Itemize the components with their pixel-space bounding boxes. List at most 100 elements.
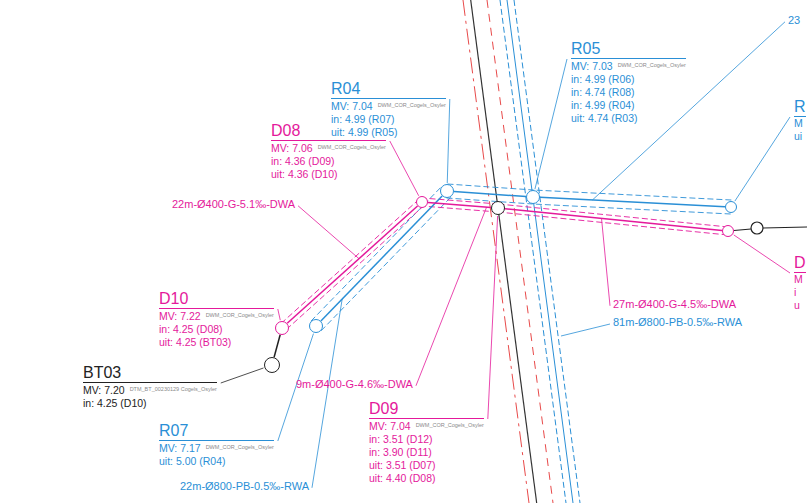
invert-level: uit: 5.00 (R04): [159, 455, 226, 467]
manhole-id: BT03: [83, 363, 217, 383]
label-row: i: [794, 286, 806, 299]
label-row: M: [794, 273, 806, 286]
invert-level: in: 4.99 (R04): [571, 99, 635, 111]
label-row: uit: 4.40 (D08): [369, 472, 484, 485]
invert-level: in: 3.51 (D12): [369, 433, 433, 445]
manhole: R04MV: 7.04DWM_COR_Cogels_Osylerin: 4.99…: [440, 184, 454, 198]
invert-level: in: 3.90 (D11): [369, 446, 432, 458]
leader-line: [734, 235, 790, 273]
rwa-pipe: [507, 0, 573, 503]
invert-level: uit: 4.25 (BT03): [159, 336, 231, 348]
source-tag: DTM_BT_00230129 Cogels_Osyler: [130, 386, 217, 392]
pipe-outline-line: [498, 212, 728, 235]
pipe-outline-line: [498, 204, 728, 227]
ground-level: M: [794, 273, 803, 285]
label-row: in: 4.74 (R08): [571, 86, 686, 99]
manhole-label: D10MV: 7.22 DWM_COR_Cogels_Osyler in: 4.25…: [153, 289, 280, 349]
manhole-id: R07: [159, 421, 274, 441]
pipe-label: 9m-Ø400-G-4.6‰-DWA: [296, 378, 413, 391]
manhole-label: R07MV: 7.17DWM_COR_Cogels_Osyleruit: 5.0…: [153, 421, 280, 468]
label-row: in: 4.36 (D09): [271, 155, 386, 168]
invert-level: in: 4.25 (D10): [83, 397, 147, 409]
pipe-label: 22m-Ø800-PB-0.5‰-RWA: [180, 480, 309, 493]
manhole-label: RMui: [788, 97, 807, 143]
sewer-pipe: [505, 209, 722, 231]
sewer-line: [734, 229, 751, 231]
manhole: D09MV: 7.04DWM_COR_Cogels_Osylerin: 3.51…: [491, 201, 505, 215]
manhole: R05MV: 7.03DWM_COR_Cogels_Osylerin: 4.99…: [526, 190, 540, 204]
leader-line: [735, 117, 790, 201]
leader-line: [298, 206, 359, 259]
sewer-pipe: [321, 196, 442, 321]
pipe-outline: [500, 0, 566, 503]
manhole-id: R04: [331, 79, 446, 99]
pipe-label: 23: [788, 14, 800, 27]
label-row: in: 4.25 (D10): [83, 397, 217, 410]
sewer-line: [763, 227, 807, 228]
pipe-outline-line: [447, 184, 533, 190]
label-row: in: 3.90 (D11): [369, 446, 484, 459]
manhole-id: R05: [571, 39, 686, 59]
label-row: u: [794, 299, 806, 312]
label-row: MV: 7.04DWM_COR_Cogels_Osyler: [369, 419, 484, 433]
label-row: in: 4.99 (R06): [571, 73, 686, 86]
ground-level: MV: 7.17: [159, 442, 201, 454]
pipe-label: 22m-Ø400-G-5.1‰-DWA: [172, 198, 295, 211]
label-row: in: 4.99 (R07): [331, 113, 446, 126]
manhole: D08MV: 7.06DWM_COR_Cogels_Osylerin: 4.36…: [416, 196, 428, 208]
manhole: D10MV: 7.22DWM_COR_Cogels_Osylerin: 4.25…: [275, 321, 289, 335]
manhole-label: R05MV: 7.03DWM_COR_Cogels_Osylerin: 4.99…: [565, 39, 692, 125]
manhole: DMiu: [722, 225, 734, 237]
label-row: in: 4.25 (D08): [159, 323, 274, 336]
manhole-id: D09: [369, 399, 484, 419]
label-row: uit: 4.36 (D10): [271, 168, 386, 181]
pipe-outline: [311, 186, 452, 331]
pipe-outline: [279, 199, 424, 331]
invert-level: uit: 4.36 (D10): [271, 168, 338, 180]
label-row: uit: 3.51 (D07): [369, 459, 484, 472]
invert-level: u: [794, 299, 800, 311]
manhole-label: R04MV: 7.04DWM_COR_Cogels_Osylerin: 4.99…: [325, 79, 452, 139]
invert-level: in: 4.25 (D08): [159, 323, 223, 335]
invert-level: uit: 4.99 (R05): [331, 126, 398, 138]
label-row: in: 3.51 (D12): [369, 433, 484, 446]
source-tag: DWM_COR_Cogels_Osyler: [206, 312, 274, 318]
pipe-outline: [498, 204, 729, 235]
ground-level: MV: 7.22: [159, 310, 201, 322]
leader-line: [447, 99, 450, 183]
invert-level: in: 4.99 (R06): [571, 73, 635, 85]
source-tag: DWM_COR_Cogels_Osyler: [416, 422, 484, 428]
label-row: uit: 5.00 (R04): [159, 455, 274, 468]
label-row: M: [794, 117, 806, 130]
leader-line: [278, 309, 280, 320]
label-row: MV: 7.17DWM_COR_Cogels_Osyler: [159, 441, 274, 455]
pipe-outline-line: [285, 205, 425, 331]
manhole-id: R: [794, 97, 806, 117]
leader-line: [416, 207, 487, 386]
source-tag: DWM_COR_Cogels_Osyler: [378, 102, 446, 108]
pipe-outline: [514, 0, 580, 503]
pipe-outline-line: [279, 199, 419, 325]
label-row: ui: [794, 130, 806, 143]
manhole-id: D08: [271, 121, 386, 141]
manhole: R07MV: 7.17DWM_COR_Cogels_Osyleruit: 5.0…: [309, 319, 323, 333]
pipe-outline-line: [311, 186, 442, 321]
source-tag: DWM_COR_Cogels_Osyler: [318, 144, 386, 150]
leader-line: [488, 216, 498, 419]
label-row: uit: 4.74 (R03): [571, 112, 686, 125]
ground-level: MV: 7.20: [83, 384, 125, 396]
leader-line: [561, 324, 610, 336]
invert-level: uit: 4.40 (D08): [369, 472, 436, 484]
manhole-id: D10: [159, 289, 274, 309]
label-row: MV: 7.03DWM_COR_Cogels_Osyler: [571, 59, 686, 73]
invert-level: in: 4.99 (R07): [331, 113, 395, 125]
leader-line: [535, 59, 567, 189]
ground-level: MV: 7.03: [571, 60, 613, 72]
manhole-label: D08MV: 7.06 DWM_COR_Cogels_Osyler in: 4.36…: [265, 121, 392, 181]
manhole-label: BT03MV: 7.20 DTM_BT_00230129 Cogels_Osyle…: [77, 363, 223, 410]
ground-level: M: [794, 117, 803, 129]
leader-line: [390, 141, 419, 196]
ground-level: MV: 7.06: [271, 142, 313, 154]
leader-line: [602, 218, 611, 305]
